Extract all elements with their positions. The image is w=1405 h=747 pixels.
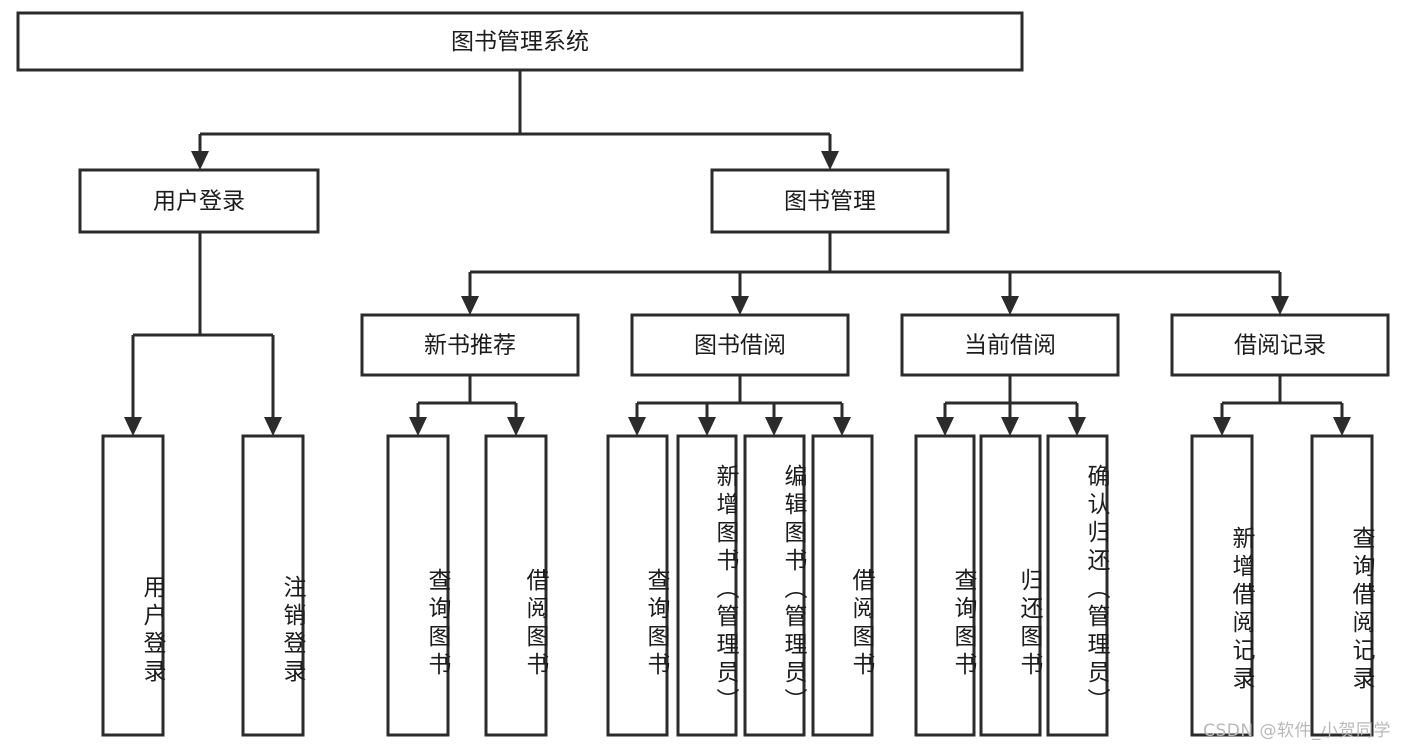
connector-arrow-icon <box>1333 417 1351 436</box>
node-box-user-login[interactable] <box>78 168 320 234</box>
node-box-book-borrow[interactable] <box>630 313 850 377</box>
connector-layer <box>124 70 1351 436</box>
connector-arrow-icon <box>507 417 525 436</box>
node-box-current-borrow[interactable] <box>900 313 1120 377</box>
node-label-new-book-rec: 新书推荐 <box>424 333 516 359</box>
node-box-new-book-rec[interactable] <box>360 313 580 377</box>
node-box-leaf-record-query[interactable] <box>1310 434 1374 737</box>
connector-arrow-icon <box>765 417 783 436</box>
node-box-root[interactable] <box>16 11 1024 72</box>
node-box-leaf-rec-borrow-book[interactable] <box>484 434 548 737</box>
connector-arrow-icon <box>1068 417 1086 436</box>
connector-arrow-icon <box>1213 417 1231 436</box>
node-box-leaf-borrow-add-book[interactable] <box>676 434 738 737</box>
node-box-borrow-record[interactable] <box>1170 313 1390 377</box>
connector-arrow-icon <box>1001 417 1019 436</box>
connector-arrow-icon <box>731 296 749 315</box>
connector-arrow-icon <box>1001 296 1019 315</box>
connector-arrow-icon <box>698 417 716 436</box>
node-box-leaf-record-add[interactable] <box>1190 434 1254 737</box>
node-box-book-manage[interactable] <box>710 168 950 234</box>
connector-arrow-icon <box>461 296 479 315</box>
node-box-leaf-borrow-edit-book[interactable] <box>743 434 806 737</box>
node-box-layer <box>16 11 1390 737</box>
connector-arrow-icon <box>124 417 142 436</box>
node-label-book-manage: 图书管理 <box>784 189 876 215</box>
connector-arrow-icon <box>409 417 427 436</box>
connector-arrow-icon <box>628 417 646 436</box>
connector-arrow-icon <box>1271 296 1289 315</box>
node-label-borrow-record: 借阅记录 <box>1234 333 1326 359</box>
node-label-root: 图书管理系统 <box>451 29 589 55</box>
connector-arrow-icon <box>936 417 954 436</box>
connector-arrow-icon <box>821 151 839 170</box>
connector-arrow-icon <box>833 417 851 436</box>
node-box-leaf-current-confirm-return[interactable] <box>1046 434 1109 737</box>
node-box-leaf-borrow-lend-book[interactable] <box>811 434 874 737</box>
node-box-leaf-current-query-book[interactable] <box>914 434 976 737</box>
node-box-leaf-borrow-query-book[interactable] <box>606 434 669 737</box>
connector-arrow-icon <box>191 151 209 170</box>
node-label-current-borrow: 当前借阅 <box>964 333 1056 359</box>
node-box-leaf-rec-query-book[interactable] <box>386 434 450 737</box>
watermark-text: CSDN @软件_小贺同学 <box>1203 721 1391 741</box>
node-box-leaf-current-return-book[interactable] <box>979 434 1042 737</box>
node-box-leaf-user-logout[interactable] <box>241 434 305 737</box>
node-label-book-borrow: 图书借阅 <box>694 333 786 359</box>
connector-arrow-icon <box>264 417 282 436</box>
node-box-leaf-user-login[interactable] <box>101 434 165 737</box>
node-label-user-login: 用户登录 <box>153 189 245 215</box>
